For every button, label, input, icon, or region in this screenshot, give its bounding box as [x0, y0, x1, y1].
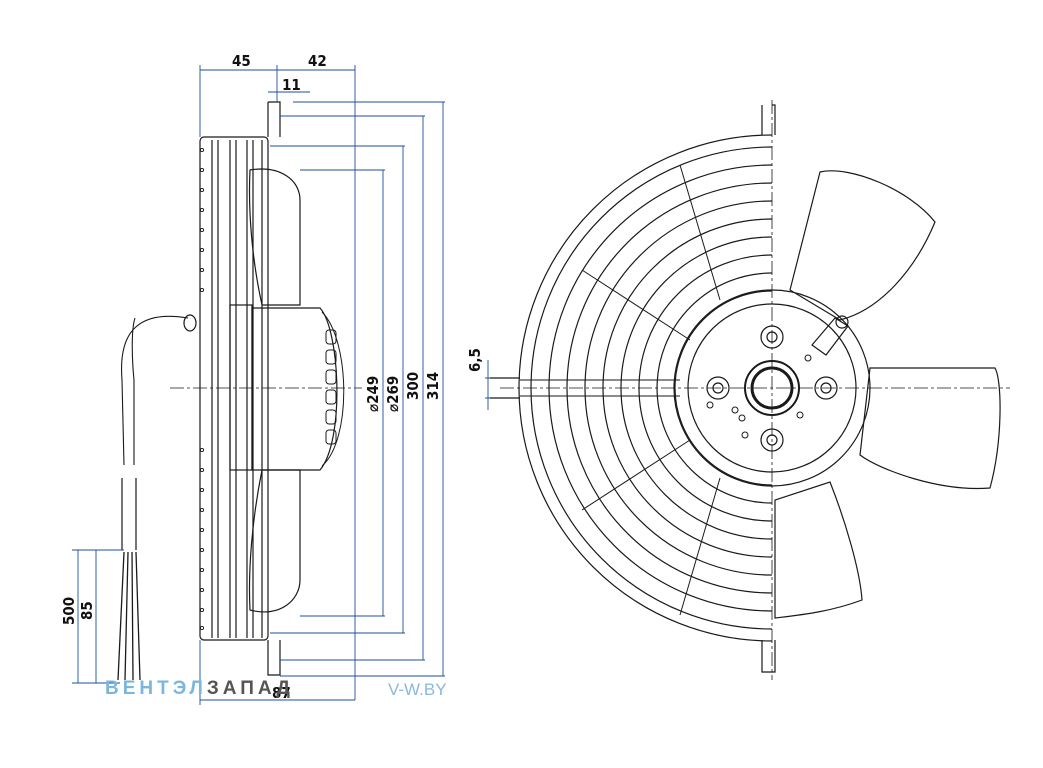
- dim-45: 45: [232, 52, 251, 70]
- bottom-lug: [761, 640, 776, 673]
- watermark-brand-part2: ЗАПАД: [206, 678, 294, 699]
- guard-spokes: [520, 164, 721, 616]
- front-cable-gland: [811, 317, 849, 356]
- watermark-site: V-W.BY: [388, 680, 447, 699]
- side-view: [117, 101, 362, 681]
- dim-87: 87: [272, 684, 291, 702]
- front-blade-top: [789, 170, 936, 321]
- shaft-ring-inner: [750, 366, 794, 410]
- dim-249: ⌀249: [364, 376, 382, 412]
- hub-plate: [687, 303, 857, 473]
- front-view: [490, 100, 1010, 680]
- cable-wires: [117, 551, 141, 681]
- dim-300: 300: [404, 372, 422, 400]
- motor-body: [251, 307, 338, 471]
- hub-outer: [673, 289, 871, 487]
- side-blade-top: [248, 168, 301, 306]
- bottom-bracket: [267, 640, 281, 676]
- dim-314: 314: [424, 372, 442, 400]
- dim-269: ⌀269: [384, 376, 402, 412]
- top-bracket: [267, 101, 281, 137]
- dim-11: 11: [282, 76, 301, 94]
- guard-rings: [518, 134, 773, 642]
- top-lug: [761, 104, 776, 135]
- side-blade-bottom: [248, 469, 301, 613]
- guard-wire-dots: [199, 147, 205, 631]
- dim-6-5: 6,5: [466, 348, 484, 372]
- cable-lower: [121, 478, 137, 550]
- dimension-labels: 45 42 11 ⌀249 ⌀269 300 314 6,5 500 85 87: [60, 52, 484, 702]
- cable: [120, 315, 189, 466]
- left-lug: [490, 377, 520, 399]
- watermark-brand-part1: ВЕНТЭЛ: [105, 678, 207, 699]
- motor-fins: [321, 311, 345, 467]
- front-blade-bottom: [774, 481, 863, 619]
- small-holes: [706, 354, 812, 439]
- dim-85: 85: [78, 601, 96, 620]
- shaft-ring-outer: [744, 360, 800, 416]
- front-blade-right: [859, 367, 1001, 490]
- side-dimensions: [72, 65, 520, 705]
- guard-frame: [199, 136, 269, 641]
- motor-flange: [229, 304, 253, 471]
- dim-42: 42: [308, 52, 327, 70]
- watermark-brand: ВЕНТЭЛЗАПАД: [105, 678, 294, 700]
- dim-500: 500: [60, 597, 78, 625]
- mount-holes: [706, 325, 838, 452]
